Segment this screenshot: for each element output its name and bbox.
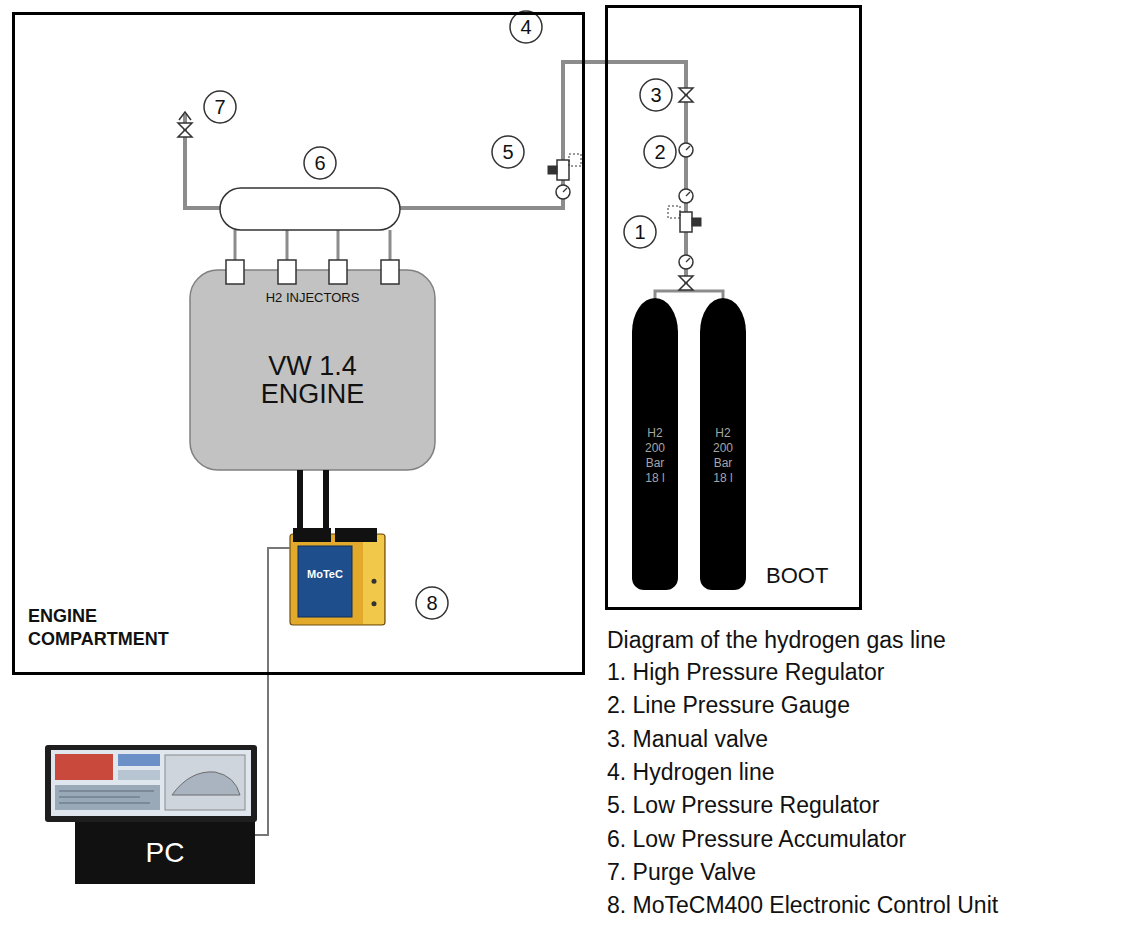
regulator-pilot — [668, 206, 680, 218]
callout-number: 7 — [214, 97, 225, 117]
gauge-needle — [686, 258, 690, 262]
callout-number: 5 — [502, 142, 513, 162]
callout-circle — [644, 136, 676, 168]
gauge-needle — [686, 192, 690, 196]
wire — [323, 470, 329, 528]
callout-number: 3 — [650, 85, 661, 105]
monitor-screen — [51, 750, 251, 816]
callout-circle — [304, 147, 336, 179]
injector — [278, 260, 296, 284]
injector-caption: H2 INJECTORS — [190, 290, 435, 306]
legend-item: 3. Manual valve — [607, 725, 768, 753]
gauge-symbol — [679, 255, 693, 269]
legend-item: 6. Low Pressure Accumulator — [607, 825, 906, 853]
gauge-symbol — [679, 189, 693, 203]
valve-symbol — [178, 123, 192, 137]
legend-heading: Diagram of the hydrogen gas line — [607, 626, 946, 654]
valve-symbol — [679, 88, 693, 102]
screen-lines — [59, 791, 154, 803]
accumulator — [220, 188, 400, 230]
injector — [381, 260, 399, 284]
gauge-needle — [686, 146, 690, 150]
ecu-screw — [372, 601, 377, 606]
ecu-unit: MoTeC — [290, 528, 385, 625]
injector — [329, 260, 347, 284]
legend-item: 8. MoTeCM400 Electronic Control Unit — [607, 891, 998, 919]
gas-pipe — [185, 114, 220, 208]
callout-circle — [640, 79, 672, 111]
legend-item: 4. Hydrogen line — [607, 758, 775, 786]
wire — [255, 548, 290, 835]
callout-circle — [624, 216, 656, 248]
screen-panel — [165, 755, 245, 810]
gas-cylinder: H2 200 Bar 18 l — [632, 298, 678, 590]
callout-number: 2 — [654, 142, 665, 162]
ecu-plug — [335, 528, 377, 542]
monitor-frame — [45, 745, 257, 822]
cylinder-label: H2 200 Bar 18 l — [640, 426, 670, 486]
regulator-pilot — [569, 154, 581, 166]
engine-block: H2 INJECTORS VW 1.4 ENGINE — [190, 270, 435, 470]
callout-circle — [204, 91, 236, 123]
regulator-knob — [548, 166, 557, 174]
pc-unit: PC — [75, 822, 255, 884]
ecu-body — [290, 534, 385, 625]
gas-pipe — [655, 291, 723, 298]
injector — [226, 260, 244, 284]
cylinder-label: H2 200 Bar 18 l — [708, 426, 738, 486]
ecu-panel — [298, 546, 352, 617]
node-shapes — [190, 270, 435, 625]
callout-circle — [416, 587, 448, 619]
compartment-box: H2 INJECTORS VW 1.4 ENGINE MoTeC ENGINE COM… — [12, 12, 585, 675]
gas-pipe — [400, 62, 686, 291]
callout-number: 8 — [426, 593, 437, 613]
pc-label: PC — [75, 836, 255, 870]
legend-item: 2. Line Pressure Gauge — [607, 691, 850, 719]
callout-circle — [510, 11, 542, 43]
callout-circle — [492, 136, 524, 168]
screen-sketch — [172, 772, 240, 795]
screen-panel — [55, 785, 160, 810]
wire — [297, 470, 303, 528]
regulator-body — [680, 212, 692, 232]
callout-number: 1 — [634, 222, 645, 242]
engine-outline — [190, 270, 435, 470]
screen-panel — [118, 754, 160, 766]
legend-item: 1. High Pressure Regulator — [607, 658, 884, 686]
compartment-box: H2 200 Bar 18 l H2 200 Bar 18 l BOOT — [605, 5, 862, 610]
regulator-body — [557, 160, 569, 180]
purge-outlet — [179, 112, 191, 120]
ecu-plug — [293, 528, 331, 542]
ecu-logo: MoTeC — [300, 568, 350, 581]
gas-cylinder: H2 200 Bar 18 l — [700, 298, 746, 590]
legend-item: 5. Low Pressure Regulator — [607, 791, 879, 819]
callout-number: 4 — [520, 17, 531, 37]
engine-label: VW 1.4 ENGINE — [235, 352, 390, 409]
gauge-needle — [563, 188, 567, 192]
callout-number: 6 — [314, 153, 325, 173]
injector-feed — [235, 230, 390, 262]
compartment-label: ENGINE COMPARTMENT — [28, 605, 188, 650]
screen-panel — [118, 770, 160, 780]
ecu-screw — [372, 579, 377, 584]
compartment-label: BOOT — [766, 563, 856, 589]
regulator-knob — [692, 218, 701, 226]
screen-panel — [55, 754, 113, 780]
legend-item: 7. Purge Valve — [607, 858, 756, 886]
ecu-side — [363, 535, 384, 624]
gauge-symbol — [556, 185, 570, 199]
valve-symbol — [679, 276, 693, 290]
gauge-symbol — [679, 143, 693, 157]
